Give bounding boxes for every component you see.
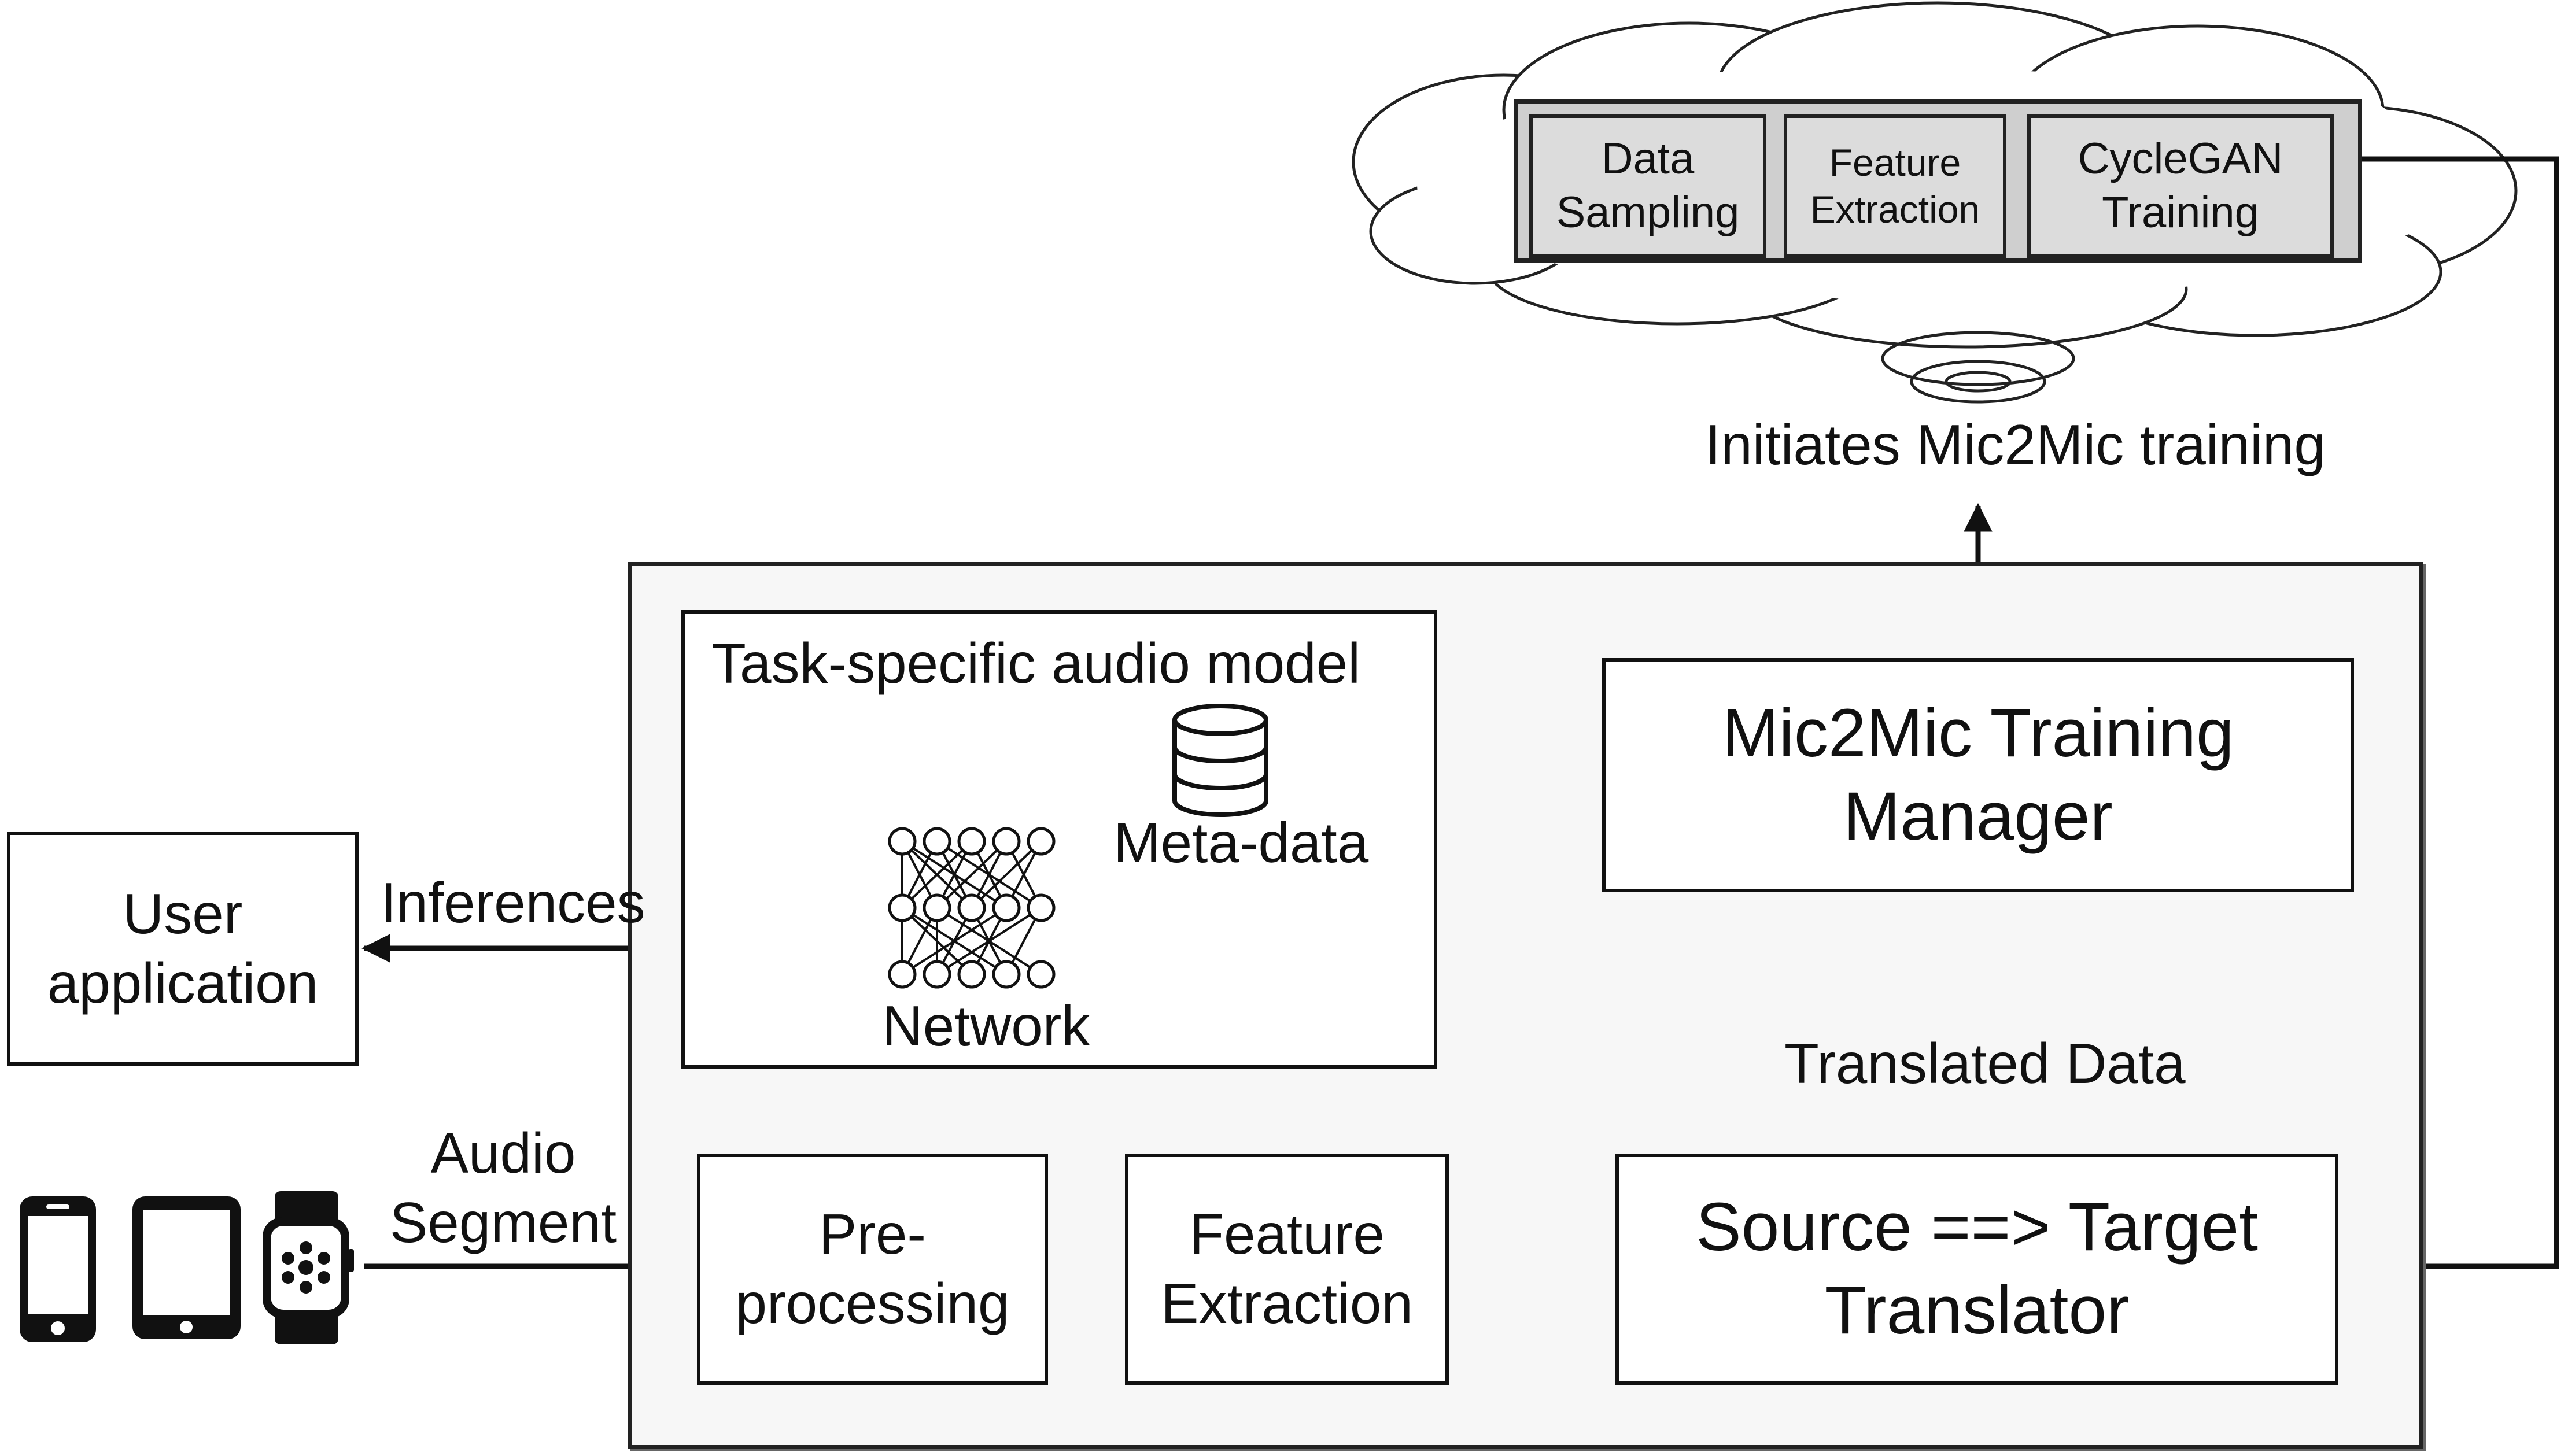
task-model-box bbox=[681, 610, 1437, 1069]
translated-data-label: Translated Data bbox=[1784, 1032, 2186, 1095]
neural-network-icon bbox=[888, 827, 1056, 989]
smartwatch-icon bbox=[263, 1191, 354, 1344]
network-label: Network bbox=[882, 994, 1090, 1058]
training-manager-box: Mic2Mic Training Manager bbox=[1602, 658, 2354, 892]
database-icon bbox=[1172, 704, 1268, 817]
user-application-box: User application bbox=[7, 832, 359, 1066]
cyclegan-training-box: CycleGAN Training bbox=[2027, 114, 2334, 258]
feature-extraction-box: Feature Extraction bbox=[1125, 1154, 1449, 1385]
meta-data-label: Meta-data bbox=[1113, 811, 1369, 874]
feature-extraction-label: Feature Extraction bbox=[1161, 1202, 1413, 1335]
task-model-title: Task-specific audio model bbox=[711, 631, 1361, 695]
data-sampling-box: Data Sampling bbox=[1529, 114, 1766, 258]
cyclegan-training-label: CycleGAN Training bbox=[2078, 134, 2283, 237]
data-sampling-label: Data Sampling bbox=[1556, 134, 1740, 237]
cloud-rings bbox=[1881, 331, 2075, 404]
preprocessing-box: Pre- processing bbox=[697, 1154, 1048, 1385]
translator-label: Source ==> Target Translator bbox=[1695, 1189, 2258, 1348]
arrow-cloud-to-translator bbox=[2351, 156, 2559, 1281]
user-application-label: User application bbox=[47, 881, 319, 1015]
cloud-feature-extraction-label: Feature Extraction bbox=[1810, 141, 1980, 231]
initiates-training-label: Initiates Mic2Mic training bbox=[1705, 413, 2326, 476]
inferences-label: Inferences bbox=[381, 871, 645, 934]
smartphone-icon bbox=[20, 1196, 96, 1342]
tablet-icon bbox=[132, 1196, 241, 1339]
translator-box: Source ==> Target Translator bbox=[1615, 1154, 2338, 1385]
cloud-feature-extraction-box: Feature Extraction bbox=[1784, 114, 2006, 258]
audio-segment-label: Audio Segment bbox=[389, 1121, 617, 1254]
training-manager-label: Mic2Mic Training Manager bbox=[1722, 694, 2234, 855]
preprocessing-label: Pre- processing bbox=[735, 1202, 1010, 1335]
